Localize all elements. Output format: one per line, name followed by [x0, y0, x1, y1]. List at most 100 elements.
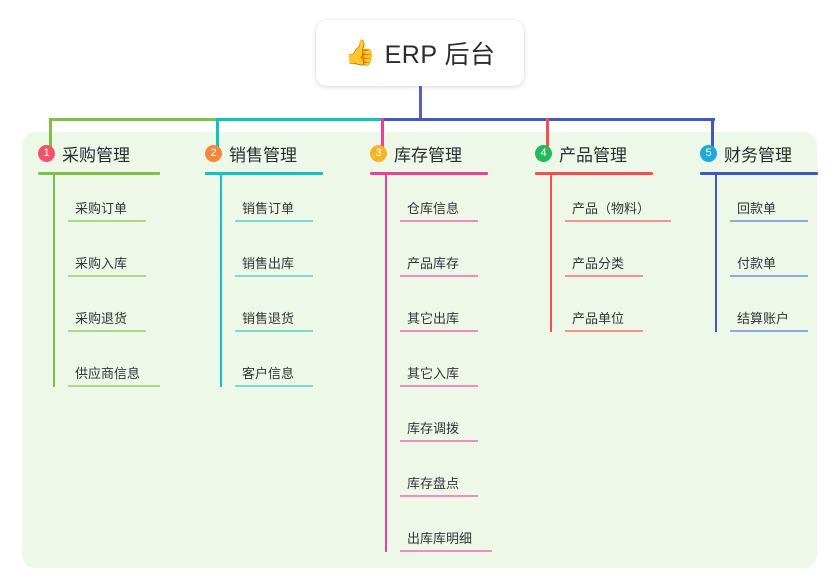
branch-title: 产品管理: [559, 145, 627, 165]
branch-item-label: 库存调拨: [407, 421, 460, 436]
branch-item[interactable]: 销售订单: [220, 175, 323, 230]
branch-item[interactable]: 供应商信息: [53, 340, 160, 395]
branch-spine: [220, 175, 222, 387]
branch-items: 销售订单销售出库销售退货客户信息: [205, 175, 323, 395]
branch-item[interactable]: 产品单位: [550, 285, 653, 340]
branch-number-badge: 4: [535, 144, 552, 162]
branch-item-label: 销售订单: [242, 201, 295, 216]
branch-title: 财务管理: [724, 145, 792, 165]
root-stem-connector: [419, 86, 422, 120]
branch-item[interactable]: 销售退货: [220, 285, 323, 340]
branch-item[interactable]: 产品（物料）: [550, 175, 671, 230]
bus-segment-2: [217, 118, 385, 121]
branch-item-underline: [68, 275, 146, 277]
branch-item-underline: [400, 220, 478, 222]
branch-4[interactable]: 4 产品管理产品（物料） 产品分类产品单位: [535, 140, 671, 340]
branch-underline: [535, 172, 653, 175]
branch-item[interactable]: 出库库明细: [385, 505, 492, 560]
branch-3[interactable]: 3 库存管理仓库信息产品库存其它出库其它入库库存调拨库存盘点出库库明细: [370, 140, 492, 560]
branch-item[interactable]: 其它入库: [385, 340, 488, 395]
branch-item-underline: [400, 330, 478, 332]
branch-item-label: 销售退货: [242, 311, 295, 326]
branch-item-label: 采购入库: [75, 256, 128, 271]
branch-drop-5: [711, 118, 714, 148]
branch-item[interactable]: 采购退货: [53, 285, 160, 340]
branch-item-label: 采购订单: [75, 201, 128, 216]
branch-spine: [715, 175, 717, 332]
branch-item-underline: [235, 385, 313, 387]
branch-item-underline: [400, 550, 492, 552]
branch-underline: [205, 172, 323, 175]
branch-2[interactable]: 2 销售管理销售订单销售出库销售退货客户信息: [205, 140, 323, 395]
branch-item-underline: [730, 330, 808, 332]
branch-item[interactable]: 产品分类: [550, 230, 653, 285]
branch-item[interactable]: 仓库信息: [385, 175, 488, 230]
branch-item-label: 采购退货: [75, 311, 128, 326]
root-title: ERP 后台: [384, 41, 496, 69]
thumbs-up-icon: 👍: [344, 38, 376, 67]
branch-underline: [38, 172, 160, 175]
branch-drop-3: [381, 118, 384, 148]
branch-header-3[interactable]: 3 库存管理: [370, 140, 488, 166]
branch-item-label: 销售出库: [242, 256, 295, 271]
branch-item-underline: [68, 220, 146, 222]
branch-item-underline: [400, 495, 478, 497]
branch-items: 产品（物料） 产品分类产品单位: [535, 175, 671, 340]
branch-item[interactable]: 其它出库: [385, 285, 488, 340]
branch-items: 仓库信息产品库存其它出库其它入库库存调拨库存盘点出库库明细: [370, 175, 492, 560]
branch-spine: [385, 175, 387, 552]
bus-segment-4: [547, 118, 715, 121]
branch-header-5[interactable]: 5 财务管理: [700, 140, 818, 166]
branch-item-label: 客户信息: [242, 366, 295, 381]
branch-item-underline: [565, 220, 671, 222]
branch-item-underline: [730, 275, 808, 277]
branch-1[interactable]: 1 采购管理采购订单采购入库采购退货供应商信息: [38, 140, 160, 395]
branch-item-underline: [400, 385, 478, 387]
branch-items: 采购订单采购入库采购退货供应商信息: [38, 175, 160, 395]
branch-item-underline: [730, 220, 808, 222]
branch-item-label: 仓库信息: [407, 201, 460, 216]
branch-number-badge: 5: [700, 144, 717, 162]
branch-underline: [370, 172, 488, 175]
branch-items: 回款单付款单结算账户: [700, 175, 818, 340]
branch-item[interactable]: 付款单: [715, 230, 818, 285]
branch-item-label: 供应商信息: [75, 366, 141, 381]
branch-title: 库存管理: [394, 145, 462, 165]
branch-title: 采购管理: [62, 145, 130, 165]
branch-number-badge: 2: [205, 144, 222, 162]
branch-item-label: 库存盘点: [407, 476, 460, 491]
branch-header-4[interactable]: 4 产品管理: [535, 140, 653, 166]
branch-title: 销售管理: [229, 145, 297, 165]
branch-item-label: 其它入库: [407, 366, 460, 381]
branch-item-label: 产品（物料）: [572, 201, 651, 216]
branch-spine: [53, 175, 55, 387]
branch-item-label: 出库库明细: [407, 531, 473, 546]
branch-item-label: 付款单: [737, 256, 777, 271]
branch-item[interactable]: 库存调拨: [385, 395, 488, 450]
branch-item[interactable]: 销售出库: [220, 230, 323, 285]
branch-drop-4: [546, 118, 549, 148]
branch-5[interactable]: 5 财务管理回款单付款单结算账户: [700, 140, 818, 340]
branch-item-label: 产品库存: [407, 256, 460, 271]
branch-number-badge: 3: [370, 144, 387, 162]
branch-item[interactable]: 采购订单: [53, 175, 160, 230]
branch-header-1[interactable]: 1 采购管理: [38, 140, 160, 166]
branch-item-underline: [235, 330, 313, 332]
branch-item[interactable]: 采购入库: [53, 230, 160, 285]
branch-item-underline: [68, 385, 160, 387]
branch-item-underline: [68, 330, 146, 332]
branch-item[interactable]: 库存盘点: [385, 450, 488, 505]
branch-item[interactable]: 结算账户: [715, 285, 818, 340]
branch-item[interactable]: 回款单: [715, 175, 818, 230]
branch-item-underline: [235, 220, 313, 222]
branch-item[interactable]: 产品库存: [385, 230, 488, 285]
root-node[interactable]: 👍 ERP 后台: [316, 20, 524, 86]
branch-number-badge: 1: [38, 144, 55, 162]
branch-item-underline: [400, 275, 478, 277]
branch-item-underline: [400, 440, 478, 442]
branch-header-2[interactable]: 2 销售管理: [205, 140, 323, 166]
branch-drop-2: [216, 118, 219, 148]
branch-item-label: 结算账户: [737, 311, 790, 326]
branch-item-label: 其它出库: [407, 311, 460, 326]
branch-item[interactable]: 客户信息: [220, 340, 323, 395]
